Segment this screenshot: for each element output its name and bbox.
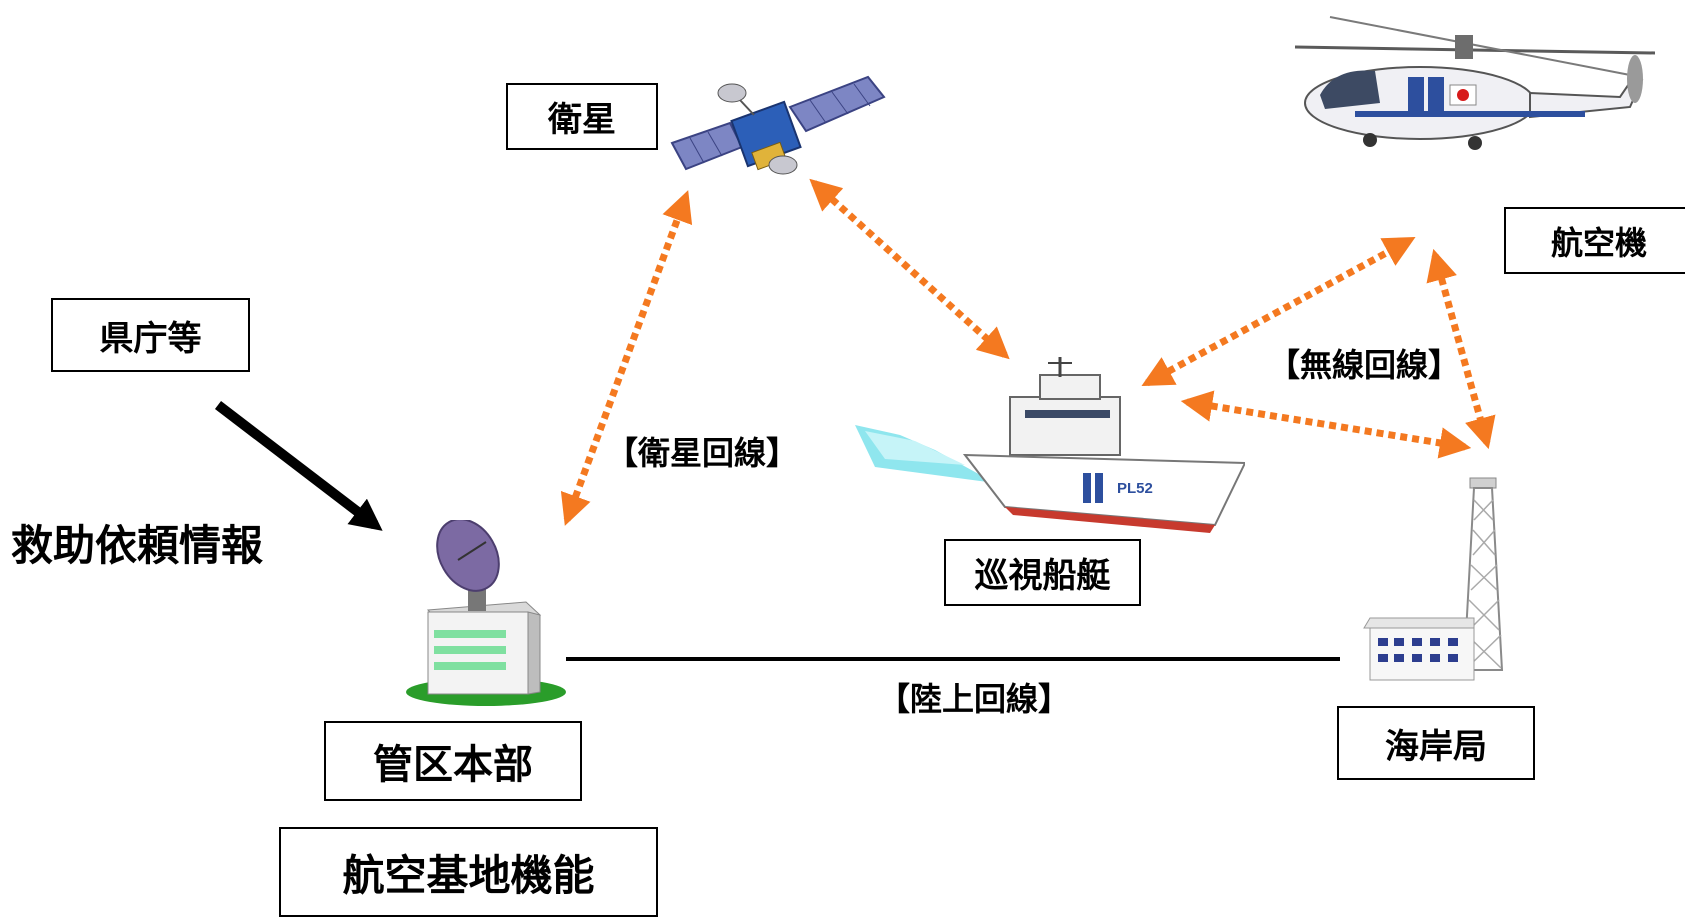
link-aircraft-station — [1426, 248, 1496, 450]
hull-number: PL52 — [1117, 480, 1153, 497]
label-satellite-line: 【衛星回線】 — [606, 434, 799, 472]
satellite-icon — [670, 75, 886, 175]
headquarters-building-icon — [406, 520, 566, 706]
node-patrol-vessel: 巡視船艇 — [944, 539, 1141, 606]
coastal-station-icon — [1363, 477, 1504, 681]
patrol-vessel-icon: PL52 — [855, 357, 1245, 533]
node-hq: 管区本部 — [324, 721, 582, 801]
link-hq-satellite — [560, 190, 693, 526]
helicopter-icon — [1294, 16, 1656, 150]
link-vessel-station — [1180, 390, 1472, 459]
link-vessel-aircraft — [1141, 236, 1416, 387]
node-satellite: 衛星 — [506, 83, 658, 150]
label-radio-line: 【無線回線】 — [1268, 346, 1461, 384]
link-satellite-vessel — [809, 178, 1010, 360]
node-aircraft: 航空機 — [1504, 207, 1685, 274]
label-land-line: 【陸上回線】 — [878, 680, 1071, 718]
node-prefecture: 県庁等 — [51, 298, 250, 372]
label-rescue-info: 救助依頼情報 — [11, 521, 264, 570]
node-air-base: 航空基地機能 — [279, 827, 658, 917]
rescue-info-arrow — [214, 401, 383, 531]
node-coastal-station: 海岸局 — [1337, 706, 1535, 780]
